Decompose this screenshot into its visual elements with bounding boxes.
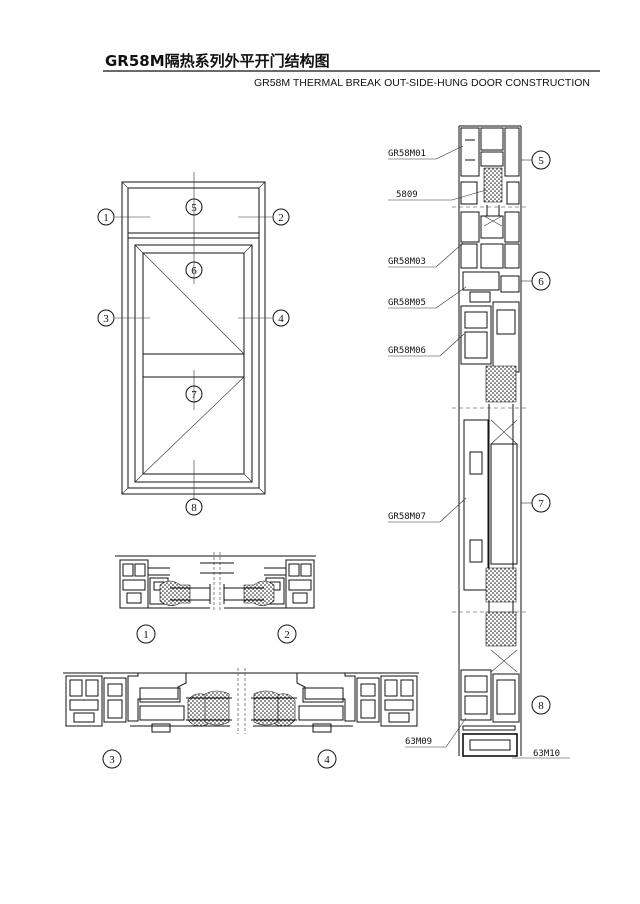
svg-text:8: 8 xyxy=(191,502,197,514)
section-1-2-drawing xyxy=(115,552,316,612)
marker-4-section: 4 xyxy=(317,749,337,769)
svg-text:7: 7 xyxy=(538,498,544,510)
svg-text:5: 5 xyxy=(538,155,544,167)
svg-text:8: 8 xyxy=(538,700,544,712)
callout-gr58m03: GR58M03 xyxy=(388,242,464,268)
svg-text:1: 1 xyxy=(103,212,109,224)
svg-text:GR58M07: GR58M07 xyxy=(388,512,426,522)
svg-text:GR58M05: GR58M05 xyxy=(388,298,426,308)
callout-gr58m06: GR58M06 xyxy=(388,333,465,357)
marker-5-section: 5 xyxy=(521,150,551,170)
svg-text:5: 5 xyxy=(191,202,197,214)
svg-text:GR58M01: GR58M01 xyxy=(388,149,426,159)
callout-63m10: 63M10 xyxy=(512,749,570,759)
marker-2-section: 2 xyxy=(277,624,297,644)
svg-text:2: 2 xyxy=(284,629,290,641)
marker-3-section: 3 xyxy=(102,749,122,769)
callout-63m09: 63M09 xyxy=(405,717,467,748)
page-title: GR58M隔热系列外平开门结构图 xyxy=(105,52,330,70)
callout-gr58m05: GR58M05 xyxy=(388,286,467,309)
svg-text:5809: 5809 xyxy=(396,190,418,200)
callout-gr58m01: GR58M01 xyxy=(388,145,464,160)
marker-3-elevation: 3 xyxy=(97,309,115,327)
marker-2-elevation: 2 xyxy=(272,208,290,226)
svg-text:3: 3 xyxy=(103,313,109,325)
svg-text:4: 4 xyxy=(278,313,284,325)
svg-text:7: 7 xyxy=(191,389,197,401)
marker-6-elevation: 6 xyxy=(185,261,203,279)
marker-8-section: 8 xyxy=(531,695,551,715)
page-subtitle: GR58M THERMAL BREAK OUT-SIDE-HUNG DOOR C… xyxy=(254,77,590,89)
marker-6-section: 6 xyxy=(521,271,551,291)
svg-text:63M10: 63M10 xyxy=(533,749,560,759)
callout-5809: 5809 xyxy=(388,189,487,201)
svg-text:GR58M03: GR58M03 xyxy=(388,257,426,267)
svg-text:1: 1 xyxy=(143,629,149,641)
marker-1-elevation: 1 xyxy=(97,208,115,226)
svg-text:6: 6 xyxy=(191,265,197,277)
svg-text:63M09: 63M09 xyxy=(405,737,432,747)
svg-text:GR58M06: GR58M06 xyxy=(388,346,426,356)
marker-8-elevation: 8 xyxy=(185,498,203,516)
svg-text:6: 6 xyxy=(538,276,544,288)
vertical-section-drawing xyxy=(452,125,528,757)
svg-text:4: 4 xyxy=(324,754,330,766)
marker-7-elevation: 7 xyxy=(185,385,203,403)
door-elevation xyxy=(115,172,272,500)
svg-text:3: 3 xyxy=(109,754,115,766)
section-3-4-drawing xyxy=(63,668,419,734)
callout-gr58m07: GR58M07 xyxy=(388,497,467,523)
marker-7-section: 7 xyxy=(521,493,551,513)
marker-4-elevation: 4 xyxy=(272,309,290,327)
marker-5-elevation: 5 xyxy=(185,198,203,216)
svg-text:2: 2 xyxy=(278,212,284,224)
marker-1-section: 1 xyxy=(136,624,156,644)
